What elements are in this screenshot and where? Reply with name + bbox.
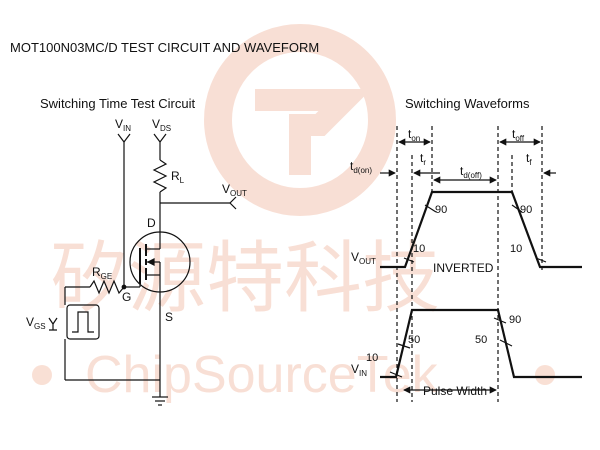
- vgs-arrow-symbol: [48, 317, 58, 331]
- tick-90-fall: [511, 204, 523, 213]
- vin-wave-label: VIN: [351, 362, 367, 378]
- vgs-label: VGS: [26, 315, 46, 331]
- tr-label: tr: [420, 151, 426, 167]
- vgs-source-box: [66, 304, 100, 340]
- ton-label: ton: [408, 127, 420, 143]
- circuit-labels: VIN VDS RL VOUT RGE VGS D G S: [26, 117, 247, 331]
- vin-waveform: [380, 308, 582, 379]
- pct-10-vin: 10: [366, 352, 378, 364]
- rl-resistor: [152, 159, 168, 193]
- tdoff-label: td(off): [460, 164, 482, 180]
- test-circuit: Switching Time Test Circuit: [40, 96, 237, 406]
- toff-label: toff: [512, 127, 525, 143]
- tick-10-vin: [389, 371, 403, 378]
- watermark-logo: [204, 24, 396, 216]
- pct-90-fall: 90: [520, 204, 532, 216]
- pct-50-fall: 50: [475, 334, 487, 346]
- tdon-label: td(on): [350, 159, 372, 175]
- vout-circuit-label: VOUT: [222, 182, 247, 198]
- pulse-width-label: Pulse Width: [423, 384, 487, 398]
- watermark-chinese: 矽源特科技: [50, 234, 440, 324]
- gate-label: G: [122, 290, 131, 304]
- pct-10-rise: 10: [413, 243, 425, 255]
- rge-label: RGE: [92, 265, 112, 281]
- vin-label: VIN: [115, 117, 131, 133]
- rge-resistor: [89, 279, 125, 295]
- tick-90-rise: [424, 204, 437, 213]
- tick-90-vin: [493, 317, 507, 324]
- tf-label: tf: [526, 151, 532, 167]
- tick-50-fall: [499, 339, 513, 347]
- mosfet-body-arrow: [146, 258, 155, 266]
- vout-waveform: [380, 190, 582, 269]
- pct-10-fall: 10: [510, 243, 522, 255]
- vout-wave-label: VOUT: [351, 250, 376, 266]
- tick-50-rise: [397, 343, 411, 349]
- vin-terminal: [117, 133, 131, 143]
- watermark-dot-left: [32, 365, 52, 385]
- waveforms-title: Switching Waveforms: [405, 96, 530, 111]
- rl-label: RL: [171, 169, 185, 185]
- pct-90-vin: 90: [509, 314, 521, 326]
- tick-10-fall: [535, 257, 547, 263]
- watermark: 矽源特科技 ChipSourceTek: [32, 24, 555, 404]
- source-label: S: [165, 310, 173, 324]
- vout-terminal: [229, 196, 237, 210]
- vds-label: VDS: [152, 117, 171, 133]
- page-title: MOT100N03MC/D TEST CIRCUIT AND WAVEFORM: [10, 40, 319, 55]
- tick-10-rise: [403, 257, 415, 263]
- drain-label: D: [147, 216, 156, 230]
- circuit-title: Switching Time Test Circuit: [40, 96, 195, 111]
- inverted-label: INVERTED: [433, 261, 494, 275]
- vds-terminal: [153, 133, 167, 143]
- waveform-labels: ton toff td(on) tr td(off) tf VOUT VIN I…: [350, 127, 532, 398]
- pct-50-rise: 50: [408, 334, 420, 346]
- watermark-dot-right: [535, 365, 555, 385]
- watermark-english: ChipSourceTek: [85, 346, 439, 404]
- pct-90-rise: 90: [435, 204, 447, 216]
- switching-waveforms: Switching Waveforms: [380, 96, 582, 402]
- vgs-pulse-symbol: [72, 311, 94, 333]
